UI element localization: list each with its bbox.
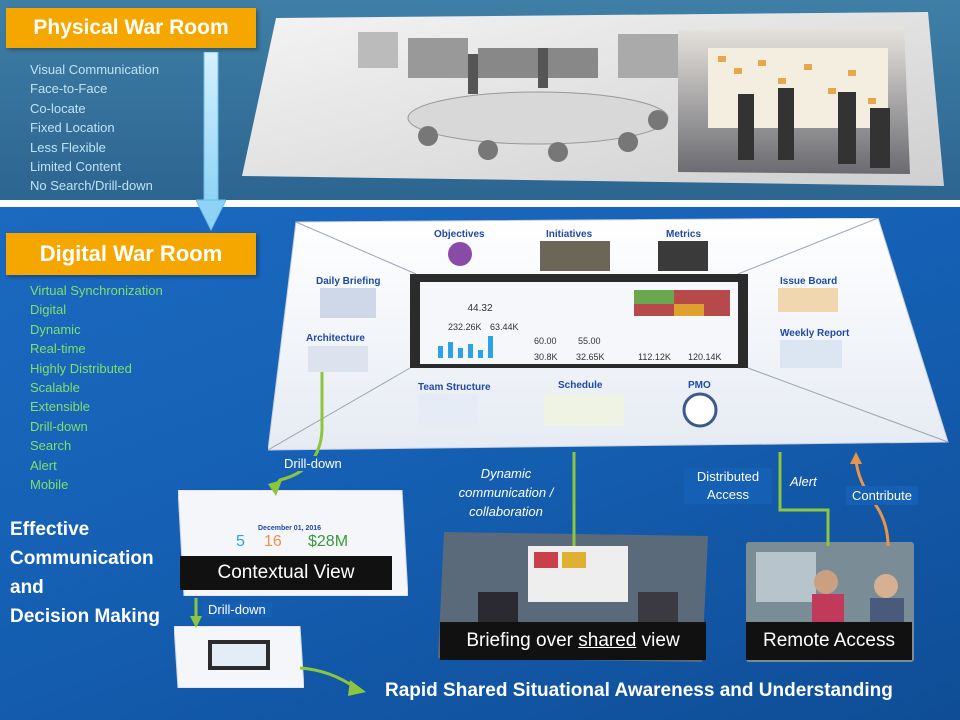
daily-briefing-image	[320, 288, 376, 318]
dashboard-v6: 120.14K	[688, 352, 722, 362]
contribute-label: Contribute	[846, 486, 918, 505]
down-arrow-icon	[196, 52, 226, 232]
physical-attribute: Less Flexible	[30, 138, 159, 157]
contextual-view-caption: Contextual View	[180, 556, 392, 590]
schedule-image	[544, 394, 624, 426]
digital-attributes-list: Virtual Synchronization Digital Dynamic …	[30, 281, 163, 494]
dashboard-v3: 30.8K	[534, 352, 558, 362]
dynamic-line: communication /	[444, 483, 568, 502]
digital-war-room-board: Objectives Initiatives Metrics Daily Bri…	[268, 218, 950, 454]
dynamic-line: Dynamic	[444, 464, 568, 483]
tile-schedule-label: Schedule	[558, 380, 603, 391]
tile-issue-board-label: Issue Board	[780, 276, 837, 287]
tile-pmo-label: PMO	[688, 380, 711, 391]
tile-metrics-label: Metrics	[666, 229, 701, 240]
bottom-summary-text: Rapid Shared Situational Awareness and U…	[385, 680, 893, 702]
objectives-icon	[448, 242, 472, 266]
dynamic-line: collaboration	[444, 502, 568, 521]
contextual-date: December 01, 2016	[258, 525, 321, 532]
metrics-image	[658, 241, 708, 271]
physical-attribute: Face-to-Face	[30, 79, 159, 98]
effective-line: Decision Making	[10, 602, 160, 631]
team-structure-image	[418, 394, 478, 426]
effective-line: and	[10, 573, 160, 602]
physical-attribute: Visual Communication	[30, 60, 159, 79]
digital-attribute: Search	[30, 436, 163, 455]
contextual-n3: $28M	[308, 533, 348, 550]
briefing-caption: Briefing over shared view	[440, 622, 706, 660]
digital-attribute: Real-time	[30, 339, 163, 358]
briefing-caption-pre: Briefing over	[466, 630, 578, 651]
drilldown-label-2: Drill-down	[202, 602, 272, 617]
dashboard-v1: 60.00	[534, 336, 557, 346]
contextual-n1: 5	[236, 533, 245, 550]
drilldown-label-1: Drill-down	[278, 456, 348, 471]
effective-line: Effective	[10, 515, 160, 544]
section-divider	[0, 200, 960, 207]
tile-objectives-label: Objectives	[434, 229, 485, 240]
pmo-icon	[684, 394, 716, 426]
briefing-caption-post: view	[636, 630, 679, 651]
physical-war-room-image	[238, 8, 956, 194]
dashboard-gauge-value: 44.32	[467, 303, 492, 314]
digital-attribute: Dynamic	[30, 320, 163, 339]
physical-attribute: Co-locate	[30, 99, 159, 118]
dashboard-v2: 55.00	[578, 336, 601, 346]
dashboard-k1: 232.26K	[448, 322, 482, 332]
dashboard-v5: 112.12K	[638, 352, 671, 362]
tile-initiatives-label: Initiatives	[546, 229, 593, 240]
dynamic-communication-label: Dynamic communication / collaboration	[444, 464, 568, 521]
physical-attribute: No Search/Drill-down	[30, 176, 159, 195]
initiatives-image	[540, 241, 610, 271]
digital-attribute: Digital	[30, 300, 163, 319]
physical-war-room-title: Physical War Room	[6, 8, 256, 48]
contextual-n2: 16	[264, 533, 282, 550]
tile-team-structure-label: Team Structure	[418, 382, 491, 393]
distributed-line: Access	[684, 486, 772, 504]
digital-attribute: Virtual Synchronization	[30, 281, 163, 300]
physical-attribute: Limited Content	[30, 157, 159, 176]
tile-daily-briefing-label: Daily Briefing	[316, 276, 380, 287]
dashboard-v4: 32.65K	[576, 352, 605, 362]
drilldown-panel	[174, 626, 304, 688]
physical-attributes-list: Visual Communication Face-to-Face Co-loc…	[30, 60, 159, 196]
digital-attribute: Drill-down	[30, 417, 163, 436]
digital-attribute: Highly Distributed	[30, 359, 163, 378]
issue-board-image	[778, 288, 838, 312]
digital-war-room-title: Digital War Room	[6, 233, 256, 275]
tile-weekly-report-label: Weekly Report	[780, 328, 850, 339]
remote-access-caption: Remote Access	[746, 622, 912, 660]
digital-attribute: Scalable	[30, 378, 163, 397]
distributed-access-label: Distributed Access	[684, 468, 772, 504]
weekly-report-image	[780, 340, 842, 368]
distributed-line: Distributed	[684, 468, 772, 486]
digital-attribute: Extensible	[30, 397, 163, 416]
physical-attribute: Fixed Location	[30, 118, 159, 137]
alert-label: Alert	[790, 474, 817, 489]
briefing-caption-shared: shared	[578, 630, 636, 651]
architecture-image	[308, 346, 368, 372]
effective-communication-text: Effective Communication and Decision Mak…	[10, 515, 160, 631]
effective-line: Communication	[10, 544, 160, 573]
digital-attribute: Mobile	[30, 475, 163, 494]
tile-architecture-label: Architecture	[306, 333, 365, 344]
dashboard-k2: 63.44K	[490, 322, 519, 332]
digital-attribute: Alert	[30, 456, 163, 475]
